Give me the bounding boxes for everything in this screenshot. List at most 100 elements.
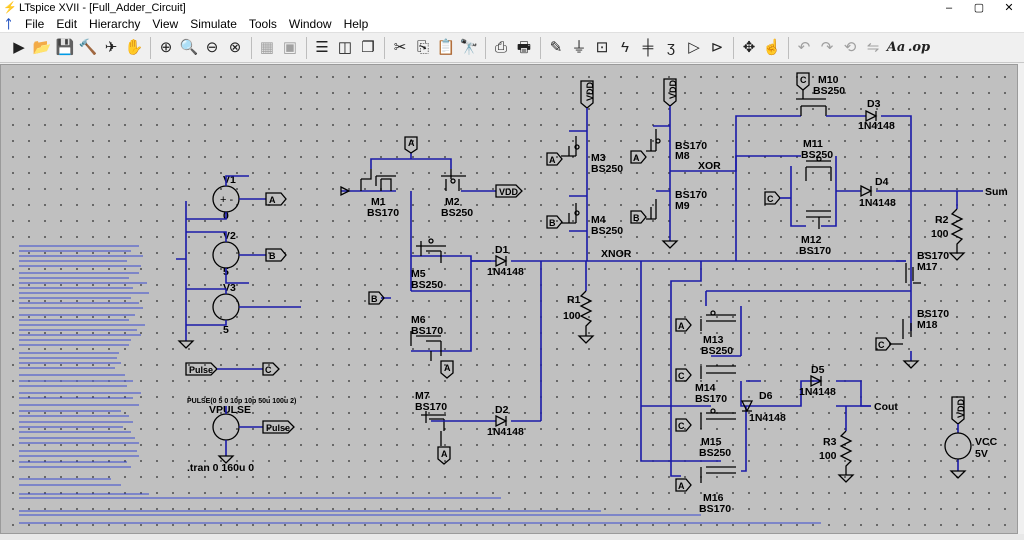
- transistor-m1[interactable]: M1 BS170: [360, 169, 399, 219]
- source-vcc[interactable]: VCC 5V: [944, 424, 998, 479]
- svg-text:BS250: BS250: [411, 279, 443, 291]
- close-button[interactable]: ✕: [1004, 2, 1014, 14]
- print-icon[interactable]: 🖶: [516, 38, 532, 56]
- print-preview-icon[interactable]: ⎙: [494, 38, 507, 56]
- resistor-r3[interactable]: R3 100: [819, 430, 855, 483]
- zoom-fit-icon[interactable]: ⊗: [228, 38, 242, 56]
- svg-text:100: 100: [819, 450, 837, 462]
- transistor-m10[interactable]: M10 BS250: [796, 74, 845, 116]
- svg-text:R2: R2: [935, 214, 949, 226]
- drag-icon[interactable]: ☝: [762, 38, 782, 56]
- schematic-drawing[interactable]: + - V1 0 V2 5 V3 5 A B Pulse C VPULSE PU…: [1, 65, 1018, 534]
- transistor-m17[interactable]: BS170 M17: [905, 250, 949, 284]
- menu-file[interactable]: File: [25, 17, 45, 31]
- menu-tools[interactable]: Tools: [248, 17, 277, 31]
- spice-directive-icon[interactable]: .op: [907, 39, 931, 55]
- transistor-m13[interactable]: M13 BS250: [700, 310, 736, 357]
- run-man-icon[interactable]: ✈: [104, 38, 118, 56]
- transistor-m14[interactable]: M14 BS170: [695, 365, 736, 405]
- zoom-in-icon[interactable]: ⊕: [159, 38, 173, 56]
- resistor-r2[interactable]: R2 100: [931, 208, 966, 261]
- flag-c-6: C: [675, 418, 692, 432]
- transistor-m6[interactable]: M6 BS170: [410, 314, 443, 361]
- grid-icon[interactable]: ▣: [282, 38, 298, 56]
- undo-icon[interactable]: ↶: [797, 38, 811, 56]
- minimize-button[interactable]: –: [945, 2, 953, 14]
- menu-edit[interactable]: Edit: [56, 17, 78, 31]
- flag-b-1: B: [265, 248, 287, 262]
- rotate-icon[interactable]: ⟲: [843, 38, 857, 56]
- menu-simulate[interactable]: Simulate: [190, 17, 237, 31]
- transistor-m2[interactable]: M2 BS250: [441, 169, 473, 219]
- control-panel-icon[interactable]: 🔨: [78, 38, 98, 56]
- menu-help[interactable]: Help: [343, 17, 369, 31]
- transistor-m7[interactable]: M7 BS170: [415, 390, 447, 446]
- app-menu-icon[interactable]: ᛏ: [5, 17, 13, 31]
- autorange-icon[interactable]: ▦: [259, 38, 275, 56]
- zoom-out-icon[interactable]: ⊖: [205, 38, 219, 56]
- svg-text:Pulse: Pulse: [266, 423, 290, 433]
- move-icon[interactable]: ✥: [742, 38, 756, 56]
- mirror-icon[interactable]: ⇋: [866, 38, 880, 56]
- diode-icon[interactable]: ▷: [688, 38, 700, 56]
- transistor-m11[interactable]: M11 BS250: [801, 138, 833, 181]
- transistor-m8[interactable]: BS170 M8: [646, 129, 707, 162]
- diode-d1[interactable]: D1 1N4148: [487, 244, 524, 278]
- flag-a-4: A: [437, 446, 451, 465]
- tile-horizontal-icon[interactable]: ☰: [315, 38, 329, 56]
- save-icon[interactable]: 💾: [55, 38, 75, 56]
- open-icon[interactable]: 📂: [32, 38, 52, 56]
- paste-icon[interactable]: 📋: [436, 38, 456, 56]
- transistor-m3[interactable]: M3 BS250: [561, 136, 623, 175]
- diode-d6[interactable]: D6 1N4148: [740, 390, 786, 424]
- transistor-m15[interactable]: M15 BS250: [699, 408, 736, 459]
- zoom-area-icon[interactable]: 🔍: [179, 38, 199, 56]
- diode-d5[interactable]: D5 1N4148: [799, 364, 836, 398]
- diode-d4[interactable]: D4 1N4148: [859, 176, 896, 209]
- text-icon[interactable]: Aa: [886, 39, 906, 55]
- tile-vertical-icon[interactable]: ◫: [337, 38, 353, 56]
- pan-hand-icon[interactable]: ✋: [124, 38, 144, 56]
- horizontal-scrollbar[interactable]: [0, 534, 1024, 540]
- run-icon[interactable]: ▶: [13, 38, 25, 56]
- transistor-m9[interactable]: BS170 M9: [646, 189, 707, 220]
- draw-wire-icon[interactable]: ✎: [549, 38, 563, 56]
- transistor-m5[interactable]: M5 BS250: [411, 238, 446, 291]
- tran-directive[interactable]: .tran 0 160u 0: [187, 462, 254, 474]
- inductor-icon[interactable]: ʒ: [666, 38, 676, 56]
- svg-text:M6: M6: [411, 314, 426, 326]
- vpulse-label: VPULSE: [209, 404, 251, 416]
- diode-d3[interactable]: D3 1N4148: [858, 98, 895, 132]
- svg-text:M10: M10: [818, 74, 839, 86]
- transistor-m4[interactable]: M4 BS250: [561, 203, 623, 237]
- label-net-icon[interactable]: ⊡: [595, 38, 609, 56]
- cascade-icon[interactable]: ❐: [361, 38, 375, 56]
- flag-a-8: A: [675, 478, 692, 492]
- transistor-m16[interactable]: M16 BS170: [699, 466, 736, 515]
- redo-icon[interactable]: ↷: [820, 38, 834, 56]
- copy-icon[interactable]: ⎘: [416, 38, 429, 56]
- svg-text:A: A: [678, 481, 685, 491]
- transistor-m18[interactable]: BS170 M18: [889, 308, 949, 345]
- menu-view[interactable]: View: [152, 17, 179, 31]
- source-vpulse[interactable]: VPULSE PULSE(0 5 0 10p 10p 50u 100u 2): [187, 398, 296, 464]
- svg-text:D5: D5: [811, 364, 825, 376]
- schematic-canvas[interactable]: + - V1 0 V2 5 V3 5 A B Pulse C VPULSE PU…: [0, 64, 1018, 534]
- transistor-m12[interactable]: M12 BS170: [799, 210, 831, 257]
- diode-d2[interactable]: D2 1N4148: [487, 404, 524, 438]
- svg-text:B: B: [549, 218, 556, 228]
- svg-text:BS250: BS250: [699, 447, 731, 459]
- find-icon[interactable]: 🔭: [459, 38, 479, 56]
- cut-icon[interactable]: ✂: [393, 38, 407, 56]
- svg-text:R1: R1: [567, 294, 581, 306]
- menu-window[interactable]: Window: [288, 17, 332, 31]
- resistor-icon[interactable]: ϟ: [621, 38, 629, 56]
- svg-text:C: C: [678, 421, 685, 431]
- svg-text:M13: M13: [703, 334, 724, 346]
- component-icon[interactable]: ⊳: [710, 38, 724, 56]
- ground-icon[interactable]: ⏚: [571, 38, 587, 56]
- resistor-r1[interactable]: R1 100: [563, 290, 595, 344]
- capacitor-icon[interactable]: ╪: [642, 38, 654, 56]
- menu-hierarchy[interactable]: Hierarchy: [89, 17, 141, 31]
- maximize-button[interactable]: ▢: [973, 2, 985, 14]
